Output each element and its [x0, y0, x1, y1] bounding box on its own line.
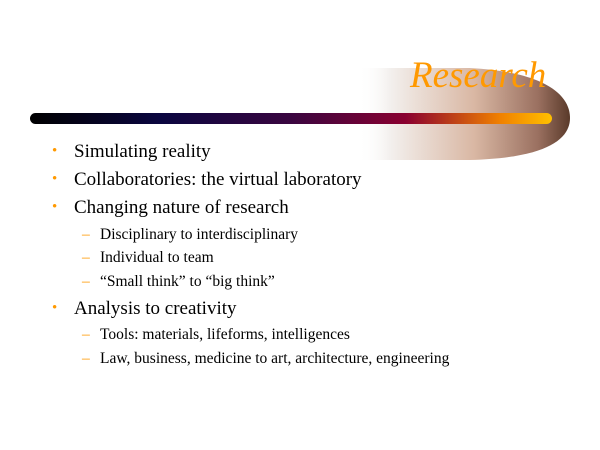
slide-title: Research — [410, 55, 547, 96]
gradient-bar — [30, 113, 552, 124]
dash-icon: – — [82, 273, 90, 290]
sub-bullet-text: Disciplinary to interdisciplinary — [100, 226, 299, 243]
bullet-text: Simulating reality — [74, 141, 211, 162]
bullet-icon: • — [52, 171, 58, 187]
sub-bullet-text: Tools: materials, lifeforms, intelligenc… — [100, 326, 350, 343]
sub-bullet-text: “Small think” to “big think” — [100, 273, 275, 290]
sub-bullet-text: Individual to team — [100, 249, 214, 266]
bullet-text: Analysis to creativity — [74, 298, 237, 319]
dash-icon: – — [82, 226, 90, 243]
bullet-text: Changing nature of research — [74, 197, 289, 218]
bullet-icon: • — [52, 199, 58, 215]
bullet-icon: • — [52, 300, 58, 316]
bullet-text: Collaboratories: the virtual laboratory — [74, 169, 362, 190]
dash-icon: – — [82, 326, 90, 343]
bullet-icon: • — [52, 143, 58, 159]
dash-icon: – — [82, 350, 90, 367]
dash-icon: – — [82, 249, 90, 266]
sub-bullet-text: Law, business, medicine to art, architec… — [100, 350, 450, 367]
